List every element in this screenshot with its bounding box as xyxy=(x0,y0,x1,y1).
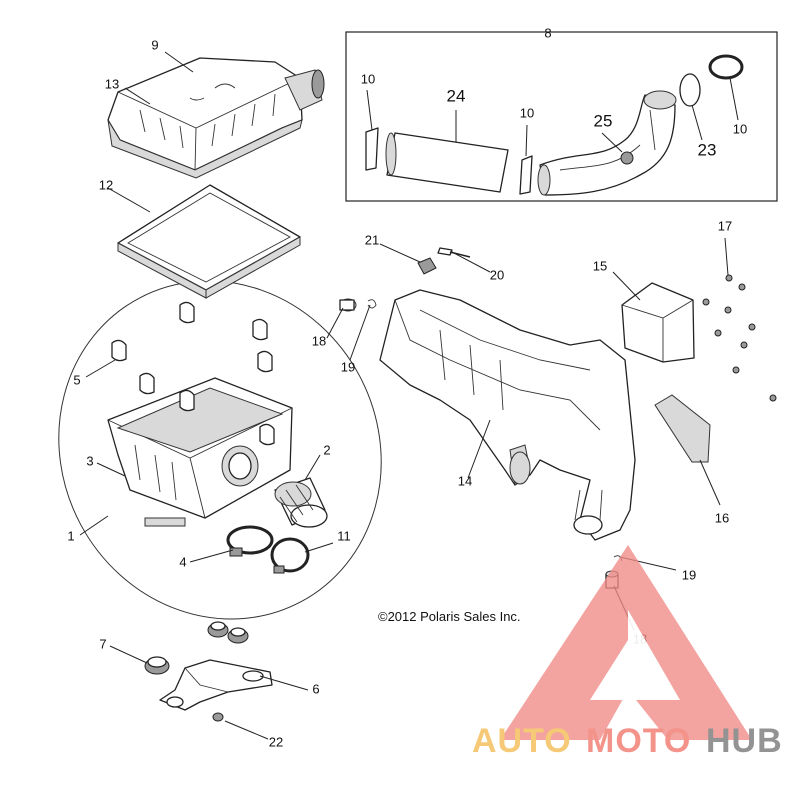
callout-9: 9 xyxy=(151,37,158,52)
callout-14: 14 xyxy=(458,473,472,488)
kit-8-frame xyxy=(345,31,778,202)
callout-1: 1 xyxy=(67,528,74,543)
pad-16 xyxy=(654,394,711,463)
watermark-auto: AUTO xyxy=(472,722,572,760)
retaining-clips xyxy=(111,301,275,446)
callout-16: 16 xyxy=(715,510,729,525)
callout-20: 20 xyxy=(490,267,504,282)
watermark-moto: MOTO xyxy=(586,722,691,760)
callout-12: 12 xyxy=(99,177,113,192)
hose-clamp-11 xyxy=(270,537,310,574)
airbox-assembly-outline xyxy=(58,280,382,620)
callout-11: 11 xyxy=(337,528,351,543)
callout-8: 8 xyxy=(544,25,551,40)
callout-19-right: 19 xyxy=(682,567,696,582)
kit-clamps xyxy=(365,54,744,195)
foam-block xyxy=(621,282,695,363)
grommets xyxy=(144,621,249,675)
hose-clamp-4 xyxy=(226,525,274,557)
callout-5: 5 xyxy=(73,372,80,387)
foam-sleeve xyxy=(385,132,509,193)
watermark-logo: AUTO MOTO HUB xyxy=(472,545,783,760)
callout-25: 25 xyxy=(594,111,613,130)
screws-17 xyxy=(702,274,777,402)
ring-23 xyxy=(679,73,701,107)
callout-4: 4 xyxy=(179,554,186,569)
intake-plenum xyxy=(379,289,636,541)
callout-24: 24 xyxy=(447,86,466,105)
copyright-text: ©2012 Polaris Sales Inc. xyxy=(378,609,521,624)
callout-18-left: 18 xyxy=(312,333,326,348)
callout-2: 2 xyxy=(323,442,330,457)
mounting-bracket xyxy=(159,659,273,711)
intake-coupler xyxy=(274,477,328,528)
callout-13: 13 xyxy=(105,76,119,91)
callout-21: 21 xyxy=(365,232,379,247)
callout-6: 6 xyxy=(312,681,319,696)
watermark-hub: HUB xyxy=(706,722,783,760)
callout-15: 15 xyxy=(593,258,607,273)
intake-duct xyxy=(537,90,677,196)
callout-19-left: 19 xyxy=(341,359,355,374)
callout-17: 17 xyxy=(718,218,732,233)
bolt-22 xyxy=(212,712,224,722)
airbox-cover xyxy=(107,57,325,179)
callout-3: 3 xyxy=(86,453,93,468)
air-filter xyxy=(117,184,301,299)
fitting-left xyxy=(339,298,377,312)
callout-10-middle: 10 xyxy=(520,105,534,120)
callout-10-left: 10 xyxy=(361,71,375,86)
callout-22: 22 xyxy=(269,734,283,749)
callout-labels: 1 2 3 4 5 6 7 8 9 10 10 10 11 12 13 14 1… xyxy=(67,25,747,749)
airbox-base xyxy=(107,377,293,527)
callout-23: 23 xyxy=(698,140,717,159)
callout-7: 7 xyxy=(99,636,106,651)
small-fasteners xyxy=(417,247,471,275)
callout-10-right: 10 xyxy=(733,121,747,136)
